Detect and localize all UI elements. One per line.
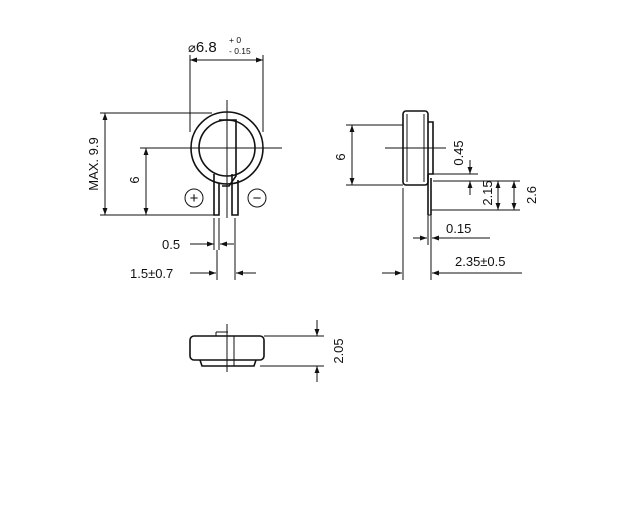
bottom-height-label: 2.05 (331, 338, 346, 363)
positive-tab (219, 119, 237, 187)
diameter-tol-lower: - 0.15 (229, 46, 251, 56)
lead-spacing-label: 1.5±0.7 (130, 266, 173, 281)
bottom-view: 2.05 (189, 320, 346, 382)
lead-negative (231, 174, 239, 216)
side-view: 6 0.45 2.15 2.6 0.15 2.35±0.5 (333, 110, 539, 280)
lead-width-label: 0.5 (162, 237, 180, 252)
front-view: + − ⌀6.8 + 0 - 0.15 MAX. 9.9 6 0.5 1 (86, 35, 282, 281)
depth-label: 2.35±0.5 (455, 254, 506, 269)
minus-symbol: − (253, 190, 262, 207)
thickness-label: 0.45 (451, 140, 466, 165)
dim-26-label: 2.6 (524, 186, 539, 204)
dim-215-label: 2.15 (480, 180, 495, 205)
front-height-label: 6 (127, 176, 142, 183)
lead-thickness-label: 0.15 (446, 221, 471, 236)
max-height-label: MAX. 9.9 (86, 137, 101, 190)
lead-positive (213, 174, 220, 216)
minus-symbol-circle (247, 188, 267, 208)
plus-symbol-circle (184, 188, 204, 208)
diameter-tol-upper: + 0 (229, 35, 241, 45)
side-height-label: 6 (333, 153, 348, 160)
plus-symbol: + (190, 190, 199, 207)
diameter-label: ⌀6.8 (188, 39, 217, 56)
